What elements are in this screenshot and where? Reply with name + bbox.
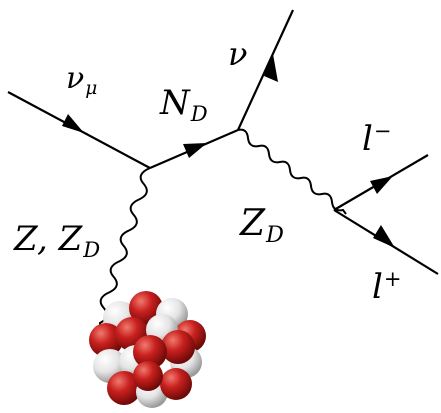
- label-l-minus: l−: [362, 118, 392, 159]
- z-boson-propagator: [99, 167, 151, 327]
- heavy-neutrino-arrow: [183, 143, 207, 158]
- label-nu: ν: [228, 35, 248, 73]
- label-z-d: ZD: [240, 203, 284, 249]
- label-n-d: ND: [160, 83, 208, 126]
- nucleus-image: [89, 291, 206, 408]
- incoming-neutrino-arrow: [62, 114, 84, 133]
- dark-boson-propagator: [237, 128, 347, 215]
- label-nu-mu: νμ: [66, 61, 98, 99]
- label-l-plus: l+: [372, 266, 402, 307]
- outgoing-neutrino-line: [237, 9, 294, 131]
- lepton-plus-arrow: [373, 225, 395, 248]
- lepton-minus-arrow: [370, 176, 393, 194]
- label-z-zd: Z, ZD: [14, 219, 101, 262]
- outgoing-neutrino-arrow: [264, 54, 278, 82]
